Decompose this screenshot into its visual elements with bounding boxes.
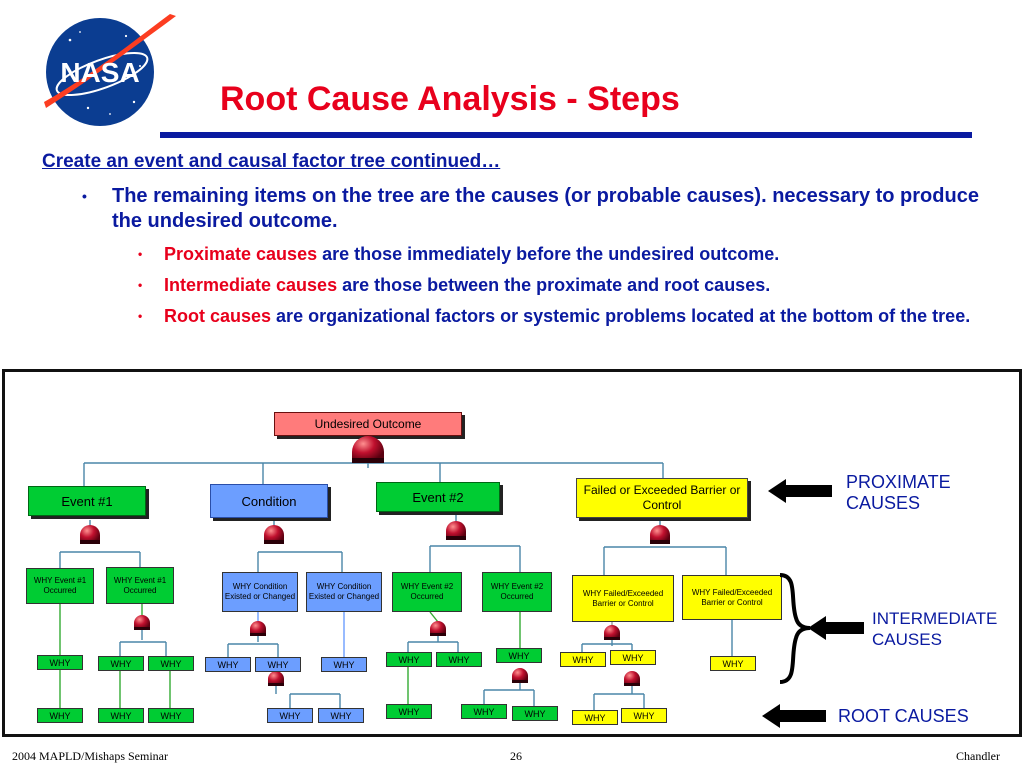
desc-root: are organizational factors or systemic p…	[271, 306, 971, 326]
label-proximate-causes: PROXIMATE CAUSES	[846, 472, 951, 513]
proximate-node-event1: Event #1	[28, 486, 146, 516]
desc-intermediate: are those between the proximate and root…	[337, 275, 771, 295]
intermediate-node: WHY Condition Existed or Changed	[306, 572, 382, 612]
proximate-node-condition: Condition	[210, 484, 328, 518]
intermediate-node: WHY Event #2 Occurred	[392, 572, 462, 612]
why-leaf: WHY	[710, 656, 756, 671]
sub-bullet-root: • Root causes are organizational factors…	[138, 305, 998, 328]
undesired-outcome-node: Undesired Outcome	[274, 412, 462, 436]
why-leaf: WHY	[386, 652, 432, 667]
nasa-logo-text: NASA	[60, 57, 139, 88]
why-leaf: WHY	[560, 652, 606, 667]
why-leaf: WHY	[255, 657, 301, 672]
why-leaf: WHY	[98, 656, 144, 671]
proximate-node-event2: Event #2	[376, 482, 500, 512]
why-leaf: WHY	[205, 657, 251, 672]
why-leaf: WHY	[512, 706, 558, 721]
why-leaf: WHY	[321, 657, 367, 672]
why-leaf: WHY	[436, 652, 482, 667]
why-leaf: WHY	[572, 710, 618, 725]
bullet-dot-icon: •	[138, 278, 143, 292]
intermediate-node: WHY Condition Existed or Changed	[222, 572, 298, 612]
why-leaf: WHY	[98, 708, 144, 723]
footer-right: Chandler	[956, 749, 1000, 763]
term-root: Root causes	[164, 306, 272, 326]
section-subtitle: Create an event and causal factor tree c…	[42, 151, 501, 172]
why-leaf: WHY	[386, 704, 432, 719]
sub-bullet-intermediate: • Intermediate causes are those between …	[138, 274, 998, 297]
label-root-causes: ROOT CAUSES	[838, 706, 969, 726]
term-intermediate: Intermediate causes	[164, 275, 338, 295]
page-title: Root Cause Analysis - Steps	[220, 80, 680, 118]
intermediate-node: WHY Failed/Exceeded Barrier or Control	[682, 575, 782, 620]
footer-page-number: 26	[510, 749, 522, 763]
intermediate-node: WHY Event #1 Occurred	[26, 568, 94, 604]
main-bullet-text: The remaining items on the tree are the …	[112, 185, 979, 232]
nasa-logo: NASA	[44, 14, 176, 126]
proximate-node-barrier: Failed or Exceeded Barrier or Control	[576, 478, 748, 518]
main-bullet: • The remaining items on the tree are th…	[82, 184, 982, 234]
footer-left: 2004 MAPLD/Mishaps Seminar	[12, 749, 168, 763]
intermediate-node: WHY Event #1 Occurred	[106, 567, 174, 604]
why-leaf: WHY	[610, 650, 656, 665]
intermediate-node: WHY Event #2 Occurred	[482, 572, 552, 612]
bullet-dot-icon: •	[82, 188, 87, 204]
intermediate-node: WHY Failed/Exceeded Barrier or Control	[572, 575, 674, 622]
bullet-dot-icon: •	[138, 309, 143, 323]
why-leaf: WHY	[461, 704, 507, 719]
why-leaf: WHY	[496, 648, 542, 663]
why-leaf: WHY	[37, 708, 83, 723]
causal-tree-diagram	[2, 369, 1022, 737]
term-proximate: Proximate causes	[164, 244, 318, 264]
label-intermediate-causes: INTERMEDIATE CAUSES	[872, 609, 998, 649]
why-leaf: WHY	[621, 708, 667, 723]
title-divider	[160, 132, 972, 138]
bullet-dot-icon: •	[138, 247, 143, 261]
why-leaf: WHY	[148, 708, 194, 723]
why-leaf: WHY	[37, 655, 83, 670]
why-leaf: WHY	[267, 708, 313, 723]
why-leaf: WHY	[318, 708, 364, 723]
why-leaf: WHY	[148, 656, 194, 671]
desc-proximate: are those immediately before the undesir…	[317, 244, 780, 264]
sub-bullet-proximate: • Proximate causes are those immediately…	[138, 243, 998, 266]
